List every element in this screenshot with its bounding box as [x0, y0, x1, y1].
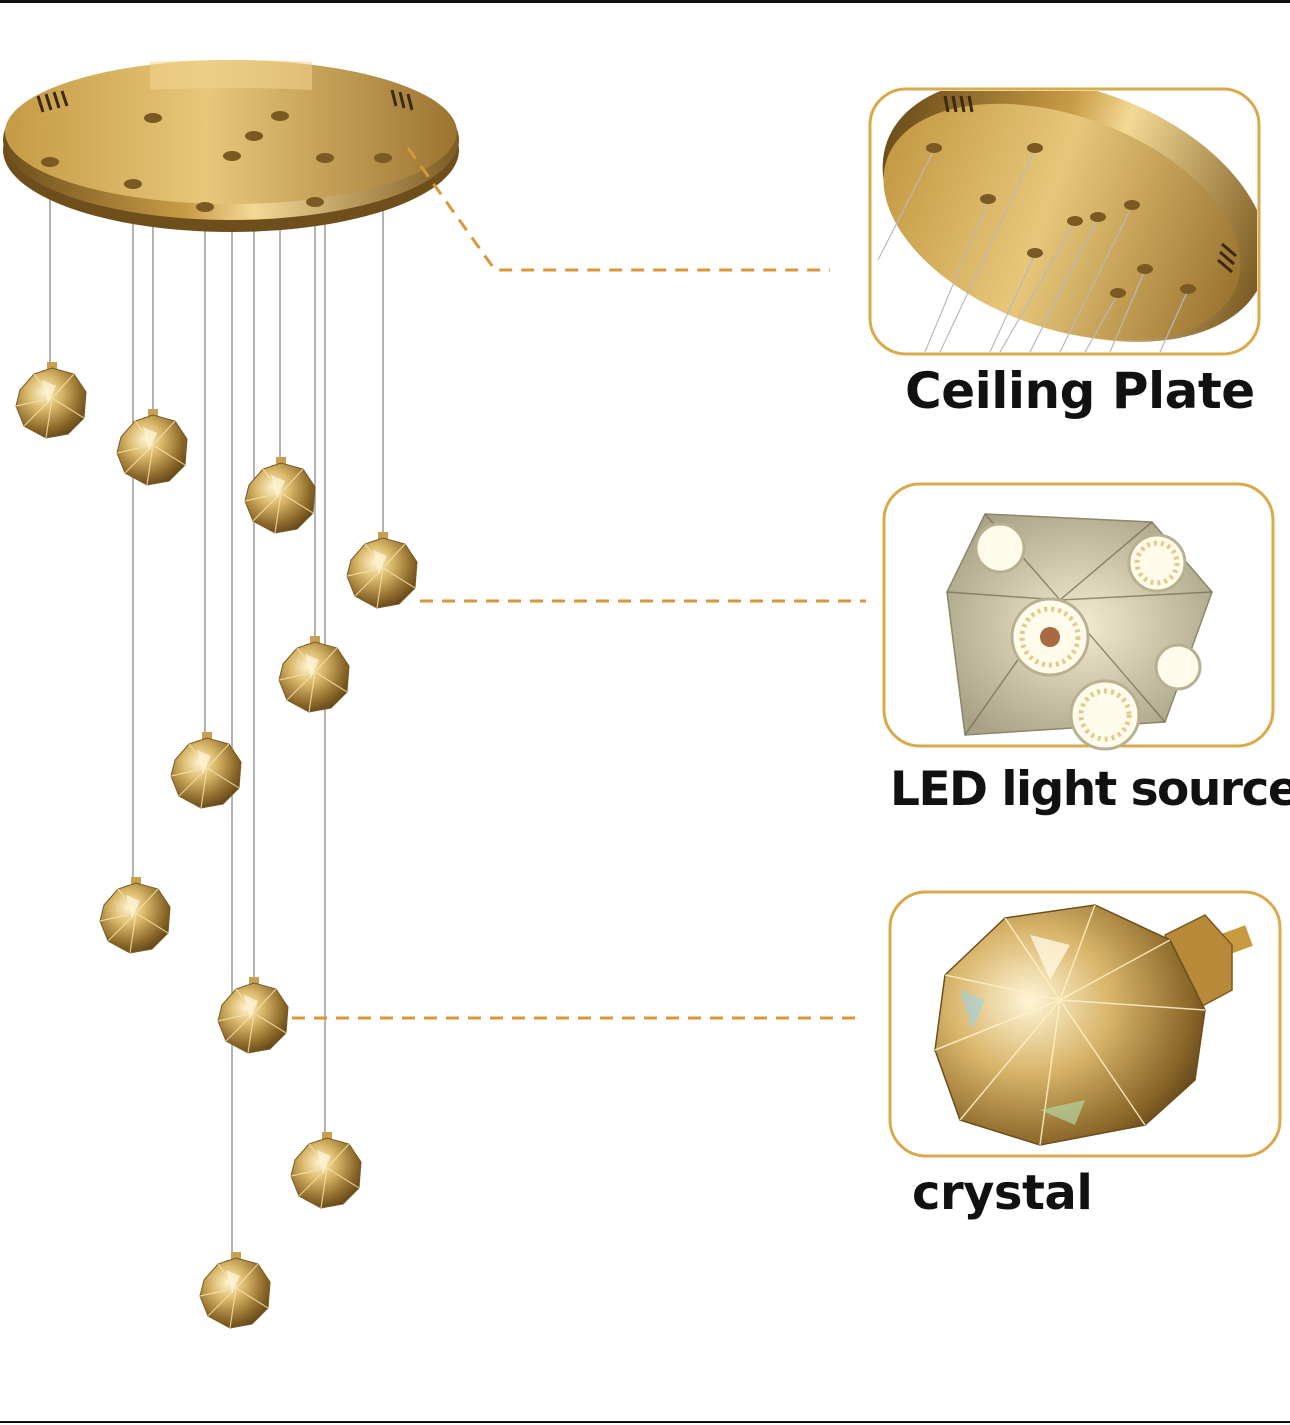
leader-lines [292, 147, 866, 1020]
crystal-closeup [888, 890, 1282, 1158]
ceiling-plate [3, 60, 459, 232]
top-border [0, 0, 1290, 3]
suspension-wires [49, 118, 384, 1255]
ceiling-plate-closeup [868, 87, 1261, 356]
crystal-pendants [15, 361, 418, 1329]
ceiling-plate-label: Ceiling Plate [905, 362, 1255, 420]
crystal-label: crystal [912, 1165, 1093, 1221]
led-light-source-closeup [882, 482, 1275, 751]
led-light-source-label: LED light source [890, 762, 1290, 817]
bottom-border [0, 1421, 1290, 1423]
